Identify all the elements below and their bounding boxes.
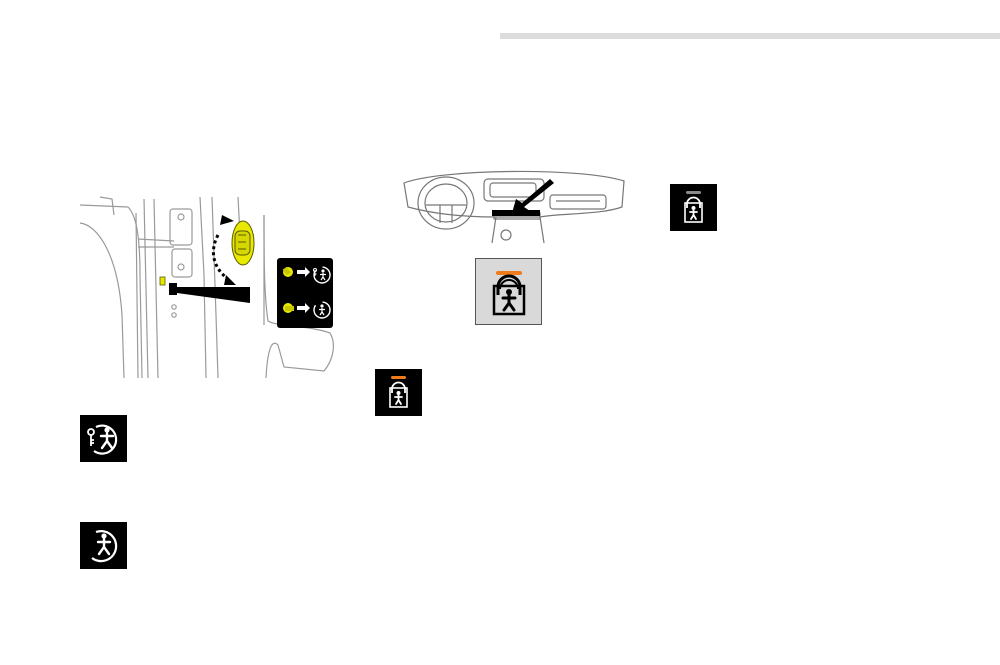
- knob-position-callout: [277, 258, 333, 328]
- child-lock-indicator-active-icon: [375, 369, 422, 416]
- child-lock-indicator-off-icon: [670, 184, 717, 231]
- child-lock-with-key-icon: [80, 415, 127, 462]
- door-lock-illustration: [78, 195, 340, 380]
- child-lock-button-callout: [475, 258, 542, 325]
- child-lock-icon: [80, 522, 127, 569]
- dashboard-illustration: [400, 165, 628, 245]
- header-rule: [500, 33, 1000, 39]
